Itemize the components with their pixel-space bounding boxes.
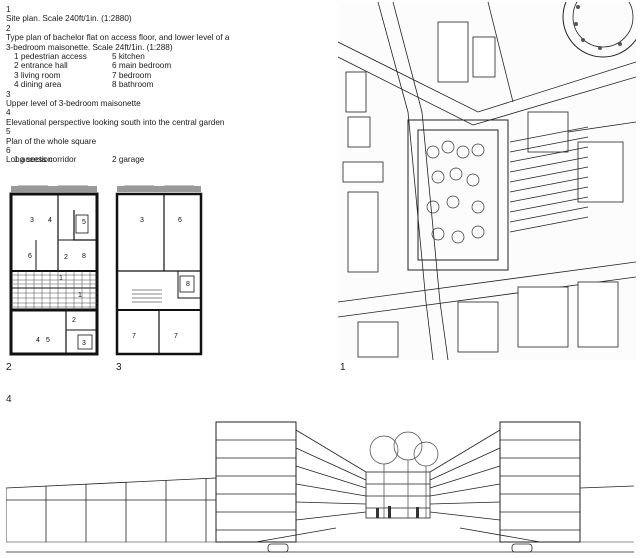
room-number: 5 bbox=[82, 219, 86, 226]
room-number: 4 bbox=[36, 337, 40, 344]
room-number: 4 bbox=[48, 217, 52, 224]
room-number: 6 bbox=[28, 253, 32, 260]
caption-2-text: Type plan of bachelor flat on access flo… bbox=[6, 33, 230, 43]
caption-2-text-cont: 3-bedroom maisonette. Scale 24ft/1in. (1… bbox=[6, 42, 173, 52]
room-number: 5 bbox=[46, 337, 50, 344]
room-number: 2 bbox=[72, 317, 76, 324]
room-number: 8 bbox=[186, 281, 190, 288]
caption-2-number: 2 bbox=[6, 23, 11, 33]
caption-3-text: Upper level of 3-bedroom maisonette bbox=[6, 99, 141, 109]
figure-label-4: 4 bbox=[6, 394, 12, 405]
legend-item: 6 main bedroom bbox=[112, 61, 172, 71]
legend-item: 1 access corridor bbox=[14, 155, 77, 164]
room-legend-right: 5 kitchen 6 main bedroom 7 bedroom 8 bat… bbox=[112, 52, 171, 90]
room-number: 6 bbox=[178, 217, 182, 224]
legend-item: 5 kitchen bbox=[112, 52, 145, 61]
room-number: 7 bbox=[132, 333, 136, 340]
section-legend-2: 2 garage bbox=[112, 155, 144, 164]
caption-4-text: Elevational perspective looking south in… bbox=[6, 117, 225, 127]
figure-label-2: 2 bbox=[6, 362, 12, 373]
caption-6-text: Long section bbox=[6, 155, 53, 165]
floor-plan-upper: 3 6 8 7 7 bbox=[115, 185, 203, 356]
site-plan bbox=[338, 2, 636, 360]
caption-5-text: Plan of the whole square bbox=[6, 136, 97, 146]
legend-item: 8 bathroom bbox=[112, 80, 154, 90]
room-number: 3 bbox=[82, 340, 86, 347]
legend-item: 2 entrance hall bbox=[14, 61, 68, 71]
legend-item: 7 bedroom bbox=[112, 70, 152, 80]
caption-3-number: 3 bbox=[6, 89, 11, 99]
floor-plan-lower: 3 4 5 6 2 8 1 1 2 4 5 3 bbox=[9, 185, 99, 356]
room-number: 7 bbox=[174, 333, 178, 340]
legend-item: 4 dining area bbox=[14, 80, 62, 90]
room-number: 2 bbox=[64, 254, 68, 261]
caption-1-text: Site plan. Scale 240ft/1in. (1:2880) bbox=[6, 14, 132, 24]
room-number: 8 bbox=[82, 253, 86, 260]
section-legend-1: 1 access corridor bbox=[14, 155, 76, 164]
caption-4-number: 4 bbox=[6, 108, 11, 118]
figure-label-1: 1 bbox=[340, 362, 346, 373]
room-number: 3 bbox=[30, 217, 34, 224]
caption-1-number: 1 bbox=[6, 5, 11, 14]
legend-item: 1 pedestrian access bbox=[14, 52, 87, 61]
room-number: 3 bbox=[140, 217, 144, 224]
room-number: 1 bbox=[78, 292, 82, 299]
elevational-perspective bbox=[6, 421, 634, 553]
legend-item: 3 living room bbox=[14, 70, 61, 80]
caption-5-number: 5 bbox=[6, 127, 11, 137]
figure-label-3: 3 bbox=[116, 362, 122, 373]
room-number: 1 bbox=[59, 275, 63, 282]
caption-block: 1 Site plan. Scale 240ft/1in. (1:2880) 2… bbox=[6, 5, 336, 165]
room-legend-left: 1 pedestrian access 2 entrance hall 3 li… bbox=[14, 52, 87, 90]
caption-6-number: 6 bbox=[6, 146, 11, 156]
legend-item: 2 garage bbox=[112, 155, 145, 164]
